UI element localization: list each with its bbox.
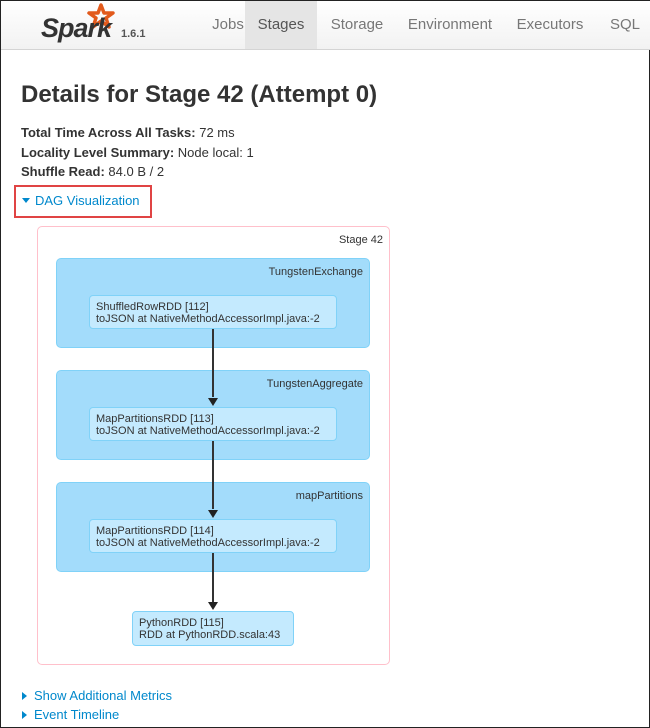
summary-shuffle-read: Shuffle Read: 84.0 B / 2 bbox=[21, 164, 164, 179]
dag-edge bbox=[212, 329, 214, 397]
summary-value: Node local: 1 bbox=[177, 145, 254, 160]
node-name: ShuffledRowRDD [112] bbox=[96, 301, 209, 313]
dag-node[interactable]: ShuffledRowRDD [112] toJSON at NativeMet… bbox=[89, 295, 337, 329]
arrow-head-icon bbox=[208, 398, 218, 406]
summary-label: Total Time Across All Tasks: bbox=[21, 125, 196, 140]
node-callsite: RDD at PythonRDD.scala:43 bbox=[139, 629, 281, 641]
navbar: Spark 1.6.1 Jobs Stages Storage Environm… bbox=[1, 1, 650, 50]
node-name: MapPartitionsRDD [114] bbox=[96, 525, 214, 537]
dag-stage-box: Stage 42 bbox=[37, 226, 390, 665]
caret-right-icon bbox=[22, 691, 27, 700]
summary-value: 84.0 B / 2 bbox=[108, 164, 165, 179]
arrow-head-icon bbox=[208, 602, 218, 610]
page-title: Details for Stage 42 (Attempt 0) bbox=[21, 81, 378, 108]
summary-locality: Locality Level Summary: Node local: 1 bbox=[21, 145, 254, 160]
cluster-label: TungstenAggregate bbox=[266, 378, 363, 390]
dag-node[interactable]: PythonRDD [115] RDD at PythonRDD.scala:4… bbox=[132, 611, 294, 646]
node-callsite: toJSON at NativeMethodAccessorImpl.java:… bbox=[96, 313, 320, 325]
node-callsite: toJSON at NativeMethodAccessorImpl.java:… bbox=[96, 537, 320, 549]
summary-label: Shuffle Read: bbox=[21, 164, 105, 179]
tab-sql[interactable]: SQL bbox=[609, 16, 640, 33]
dag-node[interactable]: MapPartitionsRDD [114] toJSON at NativeM… bbox=[89, 519, 337, 553]
arrow-head-icon bbox=[208, 510, 218, 518]
node-name: PythonRDD [115] bbox=[139, 617, 224, 629]
highlight-box bbox=[14, 185, 152, 218]
summary-value: 72 ms bbox=[199, 125, 235, 140]
event-timeline-toggle[interactable]: Event Timeline bbox=[22, 707, 119, 722]
dag-node[interactable]: MapPartitionsRDD [113] toJSON at NativeM… bbox=[89, 407, 337, 441]
dag-edge bbox=[212, 553, 214, 602]
caret-down-icon bbox=[22, 198, 30, 204]
tab-storage[interactable]: Storage bbox=[330, 16, 384, 33]
summary-total-time: Total Time Across All Tasks: 72 ms bbox=[21, 125, 235, 140]
show-additional-metrics-toggle[interactable]: Show Additional Metrics bbox=[22, 688, 172, 703]
node-name: MapPartitionsRDD [113] bbox=[96, 413, 214, 425]
dag-visualization-toggle[interactable]: DAG Visualization bbox=[22, 193, 140, 208]
tab-jobs[interactable]: Jobs bbox=[212, 16, 244, 33]
cluster-label: mapPartitions bbox=[295, 490, 363, 502]
spark-star-logo-icon bbox=[87, 3, 115, 29]
tab-executors[interactable]: Executors bbox=[516, 16, 584, 33]
additional-metrics-label: Show Additional Metrics bbox=[34, 688, 173, 703]
cluster-label: TungstenExchange bbox=[268, 266, 363, 278]
spark-logo[interactable]: Spark bbox=[41, 13, 112, 43]
node-callsite: toJSON at NativeMethodAccessorImpl.java:… bbox=[96, 425, 320, 437]
tab-environment[interactable]: Environment bbox=[407, 16, 493, 33]
event-timeline-label: Event Timeline bbox=[34, 707, 120, 722]
dag-toggle-label: DAG Visualization bbox=[35, 193, 140, 208]
stage-label: Stage 42 bbox=[338, 234, 383, 246]
tab-stages[interactable]: Stages bbox=[245, 1, 317, 49]
spark-version: 1.6.1 bbox=[121, 28, 146, 40]
dag-edge bbox=[212, 441, 214, 509]
summary-label: Locality Level Summary: bbox=[21, 145, 175, 160]
caret-right-icon bbox=[22, 710, 27, 719]
